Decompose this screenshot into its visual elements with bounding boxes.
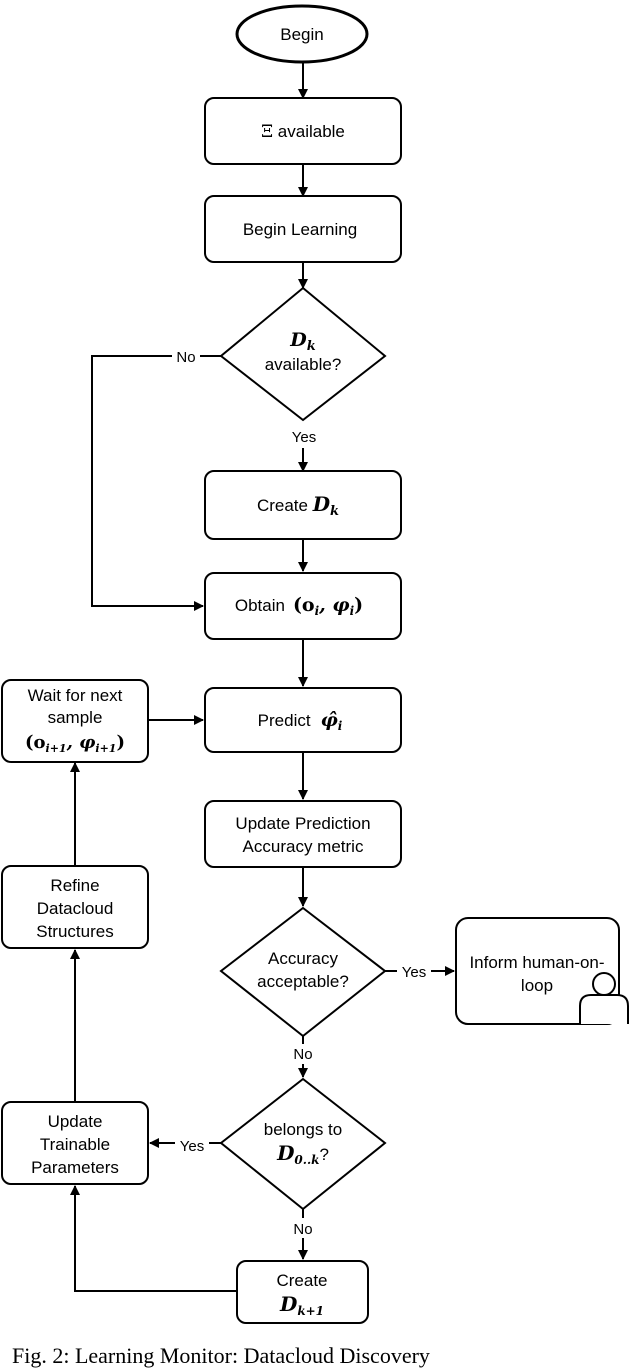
begin-terminal — [235, 4, 369, 64]
arrow-no-obtain — [91, 355, 221, 611]
wait-line2: sample — [48, 708, 103, 727]
figure-caption: Fig. 2: Learning Monitor: Datacloud Disc… — [12, 1343, 430, 1368]
nodes — [1, 4, 620, 1324]
accuracy-line1: Accuracy — [268, 949, 338, 968]
edge-label-no-accuracy: No — [293, 1046, 312, 1063]
create-dk1-box — [236, 1260, 369, 1324]
arrow-create-update — [70, 1185, 237, 1292]
edge-label-no-belongs: No — [293, 1221, 312, 1238]
dk-available-label: available? — [265, 355, 342, 374]
create-dk-label: Create Dk — [257, 492, 339, 519]
refine-box — [1, 865, 149, 949]
refine-line2: Datacloud — [37, 899, 114, 918]
edge-label-yes-dk: Yes — [292, 429, 316, 446]
accuracy-line2: acceptable? — [257, 972, 349, 991]
xi-available-label: Ξ available — [261, 122, 345, 142]
belongs-decision — [219, 1077, 387, 1211]
update-prediction-line2: Accuracy metric — [243, 837, 364, 856]
create-dk-box — [204, 470, 402, 540]
update-trainable-line1: Update — [48, 1112, 103, 1131]
belongs-line1: belongs to — [264, 1120, 342, 1139]
accuracy-decision — [219, 906, 387, 1038]
wait-math: (oi+1, φi+1) — [25, 732, 125, 755]
xi-available-box — [204, 97, 402, 165]
refine-line1: Refine — [50, 876, 99, 895]
begin-learning-box — [204, 195, 402, 263]
inform-box — [455, 917, 620, 1025]
update-trainable-box — [1, 1101, 149, 1185]
wait-box — [1, 679, 149, 763]
wait-line1: Wait for next — [28, 686, 123, 705]
edge-label-yes-belongs: Yes — [180, 1138, 204, 1155]
dk-available-decision — [219, 286, 387, 422]
predict-box — [204, 687, 402, 753]
inform-line2: loop — [521, 976, 553, 995]
inform-line1: Inform human-on- — [469, 953, 604, 972]
update-trainable-line2: Trainable — [40, 1135, 110, 1154]
begin-label: Begin — [280, 25, 323, 44]
node-labels: Begin Ξ available Begin Learning Dk avai… — [25, 25, 605, 1318]
person-icon — [579, 972, 629, 1024]
begin-learning-label: Begin Learning — [243, 220, 357, 239]
update-prediction-line1: Update Prediction — [235, 814, 370, 833]
create-dk1-math: Dk+1 — [279, 1292, 324, 1318]
xi-symbol: Ξ — [261, 122, 273, 142]
update-trainable-line3: Parameters — [31, 1158, 119, 1177]
update-prediction-box — [204, 800, 402, 868]
obtain-label: Obtain(oi, φi) — [235, 594, 363, 618]
obtain-box — [204, 572, 402, 640]
edge-label-no-dk: No — [176, 349, 195, 366]
refine-line3: Structures — [36, 922, 113, 941]
belongs-math: D0..k? — [276, 1141, 329, 1167]
edge-label-yes-accuracy: Yes — [402, 964, 426, 981]
dk-math: Dk — [289, 329, 316, 354]
edge-labels: No Yes Yes No Yes No — [172, 346, 431, 1238]
create-dk1-line1: Create — [276, 1271, 327, 1290]
